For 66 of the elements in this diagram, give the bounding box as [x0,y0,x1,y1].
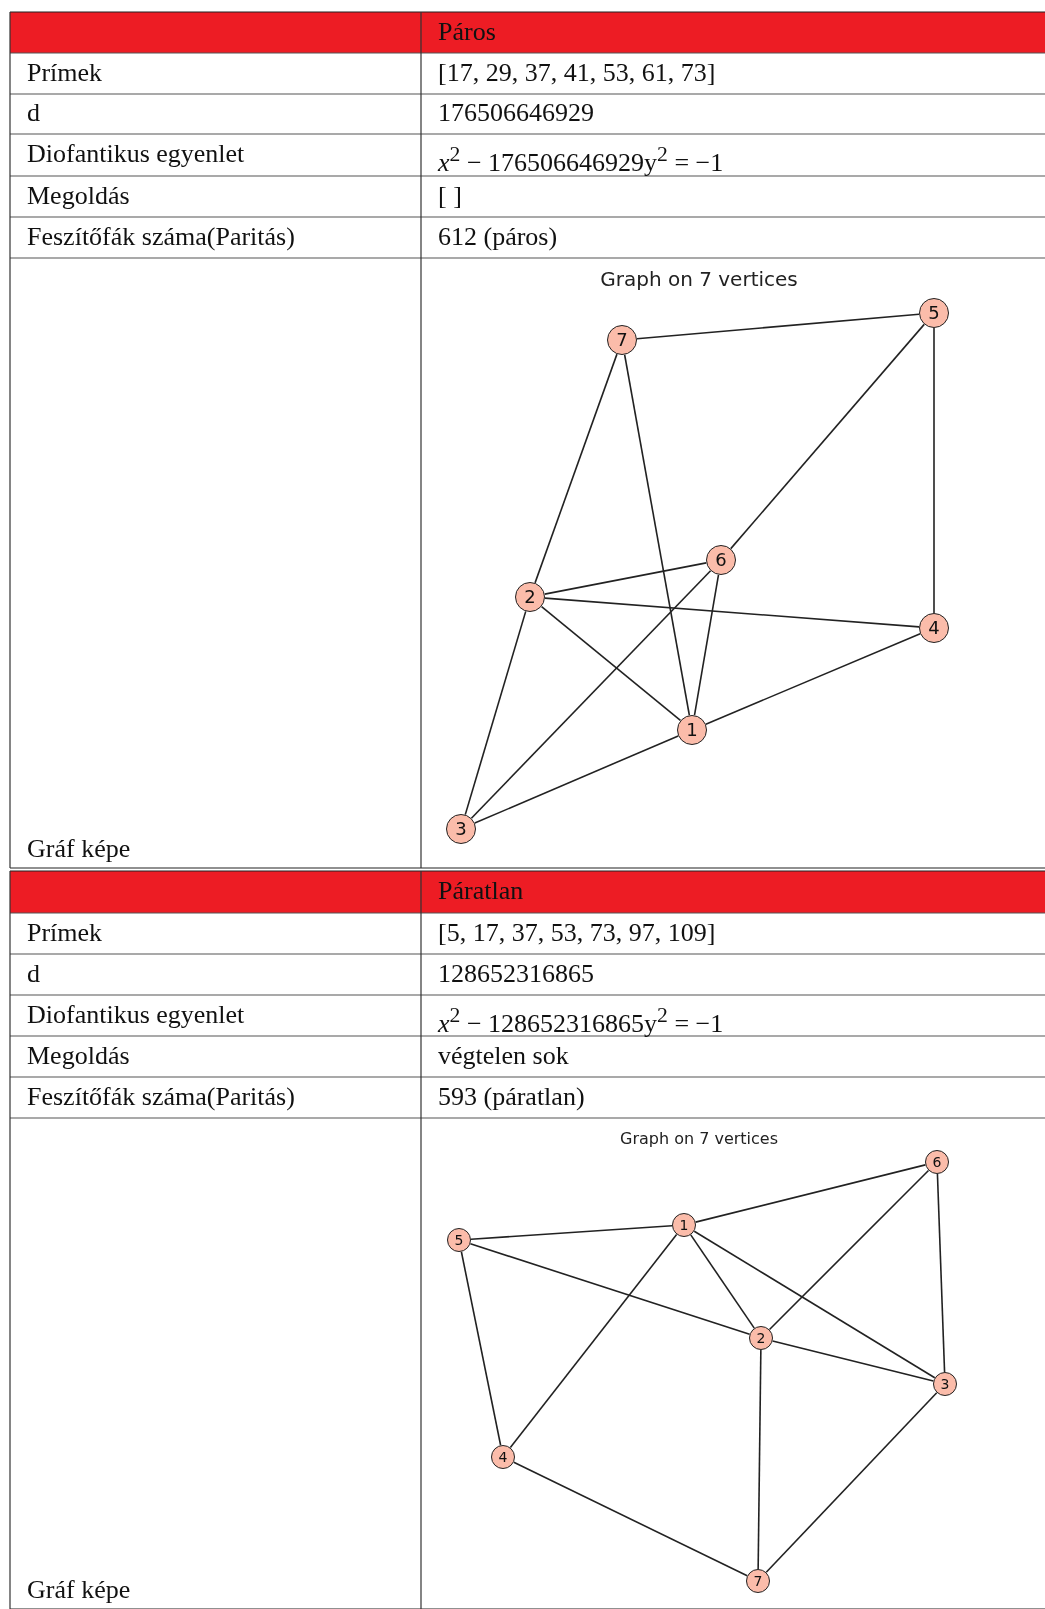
vertex-circle: 5 [447,1228,471,1252]
graph-edge [469,1242,751,1336]
vertex-circle: 5 [919,298,949,328]
graph-title: Graph on 7 vertices [620,1128,778,1150]
value-text: 593 (páratlan) [438,1081,585,1112]
graph-edge [474,735,679,824]
vertex-circle: 4 [919,613,949,643]
vertex-circle: 1 [672,1213,696,1237]
graph-edge [705,633,921,725]
row-label: d [27,958,40,989]
value-text: x$^{2}$ − 176506646929y$^{2}$ = −1 [438,141,724,178]
value-text: végtelen sok [438,1040,569,1071]
graph-edge [933,327,935,614]
row-label: Prímek [27,917,103,948]
vertex-circle: 7 [607,325,637,355]
graph-edge [540,605,682,722]
graph-edge [470,1225,673,1240]
value-text: 128652316865 [438,958,594,989]
graph-edge [460,1250,502,1447]
value-text: x$^{2}$ − 128652316865y$^{2}$ = −1 [438,1001,724,1039]
vertex-circle: 3 [446,814,476,844]
vertex-circle: 6 [925,1150,949,1174]
graph-edge [765,1391,938,1574]
vertex-circle: 1 [677,715,707,745]
value-text: [17, 29, 37, 41, 53, 61, 73] [438,57,716,88]
row-label: Diofantikus egyenlet [27,139,245,169]
graph-edge [768,1169,930,1331]
row-label: Gráf képe [27,1575,131,1605]
value-text: [ ] [438,180,462,211]
vertex-circle: 2 [515,582,545,612]
graph-edge [513,1461,748,1577]
column-header: Páros [438,16,496,47]
vertex-circle: 6 [706,545,736,575]
graph-edge [693,1230,936,1379]
vertex-circle: 3 [933,1372,957,1396]
graph-edge [757,1349,762,1570]
row-label: Diofantikus egyenlet [27,999,245,1030]
graph-edge [636,313,920,340]
graph-edge [730,323,925,550]
graph-edge [693,574,720,716]
column-header: Páratlan [438,876,524,906]
value-text: 176506646929 [438,98,594,128]
row-label: Megoldás [27,1040,130,1071]
graph-edge [464,610,527,816]
graph-edge [623,353,691,717]
graph-edge [470,570,712,819]
row-label: Feszítőfák száma(Paritás) [27,221,295,252]
graph-edge [543,562,708,595]
graph-title: Graph on 7 vertices [600,268,798,290]
row-label: Megoldás [27,180,130,211]
vertex-circle: 7 [746,1569,770,1593]
row-label: Prímek [27,57,103,88]
row-label: Feszítőfák száma(Paritás) [27,1081,295,1112]
graph-edge [689,1234,756,1329]
graph-edge [936,1173,946,1373]
graph-edge [534,353,618,584]
graph-edge [771,1340,935,1382]
graph-edge [544,597,920,628]
row-label: Gráf képe [27,834,131,864]
vertex-circle: 4 [491,1445,515,1469]
graph-edge [509,1233,678,1449]
value-text: 612 (páros) [438,221,558,252]
vertex-circle: 2 [749,1326,773,1350]
row-label: d [27,98,40,128]
graph-edge [694,1164,927,1223]
value-text: [5, 17, 37, 53, 73, 97, 109] [438,917,716,948]
